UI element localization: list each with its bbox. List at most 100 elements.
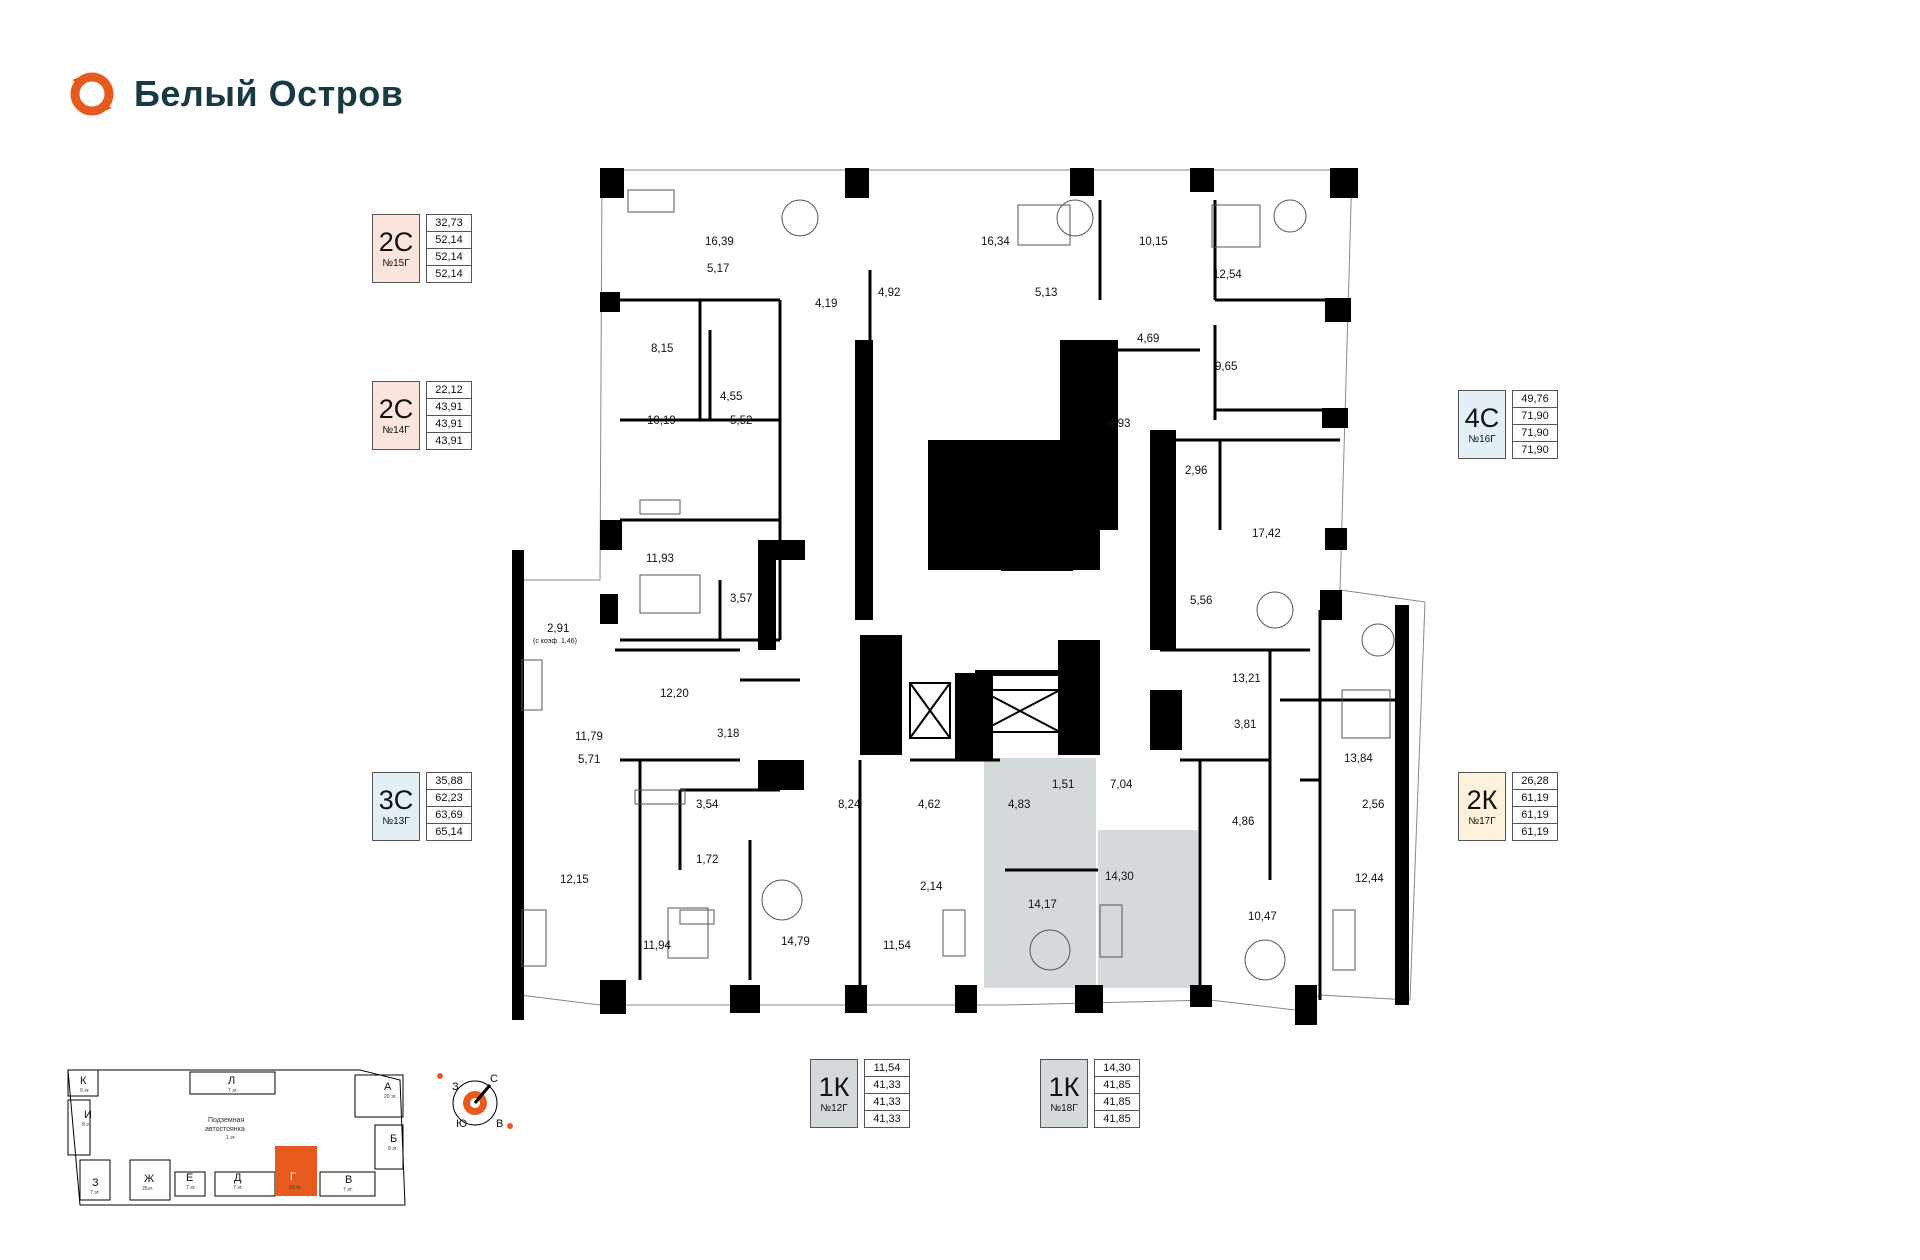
- svg-text:11,94: 11,94: [643, 940, 672, 952]
- svg-text:7 эт.: 7 эт.: [186, 1185, 196, 1191]
- svg-text:17,42: 17,42: [1252, 528, 1281, 540]
- svg-text:9 эт.: 9 эт.: [388, 1146, 398, 1152]
- svg-text:Г: Г: [290, 1171, 296, 1183]
- svg-text:11,54: 11,54: [883, 940, 912, 952]
- svg-text:14,79: 14,79: [781, 936, 810, 948]
- apartment-shaded-12[interactable]: [984, 758, 1096, 988]
- svg-text:13,21: 13,21: [1232, 673, 1261, 685]
- svg-text:12,20: 12,20: [660, 688, 689, 700]
- svg-text:З: З: [452, 1081, 459, 1093]
- svg-text:8,24: 8,24: [838, 799, 861, 811]
- svg-text:3,18: 3,18: [717, 728, 739, 740]
- svg-text:12,54: 12,54: [1213, 269, 1242, 281]
- svg-text:25эт.: 25эт.: [142, 1186, 153, 1192]
- svg-text:14,17: 14,17: [1028, 899, 1057, 911]
- compass-icon: С З Ю В: [437, 1073, 513, 1130]
- svg-text:С: С: [490, 1073, 498, 1085]
- svg-text:Д: Д: [234, 1172, 242, 1184]
- svg-text:Подземная: Подземная: [208, 1117, 244, 1124]
- svg-text:20 эт.: 20 эт.: [384, 1094, 397, 1100]
- site-minimap: К 9 эт. Л 7 эт. А 20 эт. И 8 эт. Б 9 эт.…: [67, 1069, 406, 1206]
- svg-text:12,44: 12,44: [1355, 873, 1384, 885]
- svg-text:3,54: 3,54: [696, 799, 719, 811]
- apartment-shaded-18[interactable]: [1098, 830, 1198, 988]
- svg-text:1,51: 1,51: [1052, 779, 1074, 791]
- brand-icon: [70, 72, 114, 116]
- svg-text:2,96: 2,96: [1185, 465, 1207, 477]
- svg-text:4,83: 4,83: [1008, 799, 1030, 811]
- svg-text:11,93: 11,93: [646, 553, 674, 565]
- svg-text:8,93: 8,93: [1108, 418, 1130, 430]
- svg-text:2,91: 2,91: [547, 623, 569, 635]
- svg-text:3,57: 3,57: [730, 593, 752, 605]
- svg-text:Ж: Ж: [144, 1173, 154, 1185]
- svg-text:8 эт.: 8 эт.: [82, 1122, 92, 1128]
- minimap-section-active[interactable]: [275, 1146, 317, 1196]
- brand-logo: Белый Остров: [66, 68, 403, 120]
- svg-text:12,15: 12,15: [560, 874, 589, 886]
- svg-text:4,92: 4,92: [878, 287, 900, 299]
- svg-text:5,13: 5,13: [1035, 287, 1057, 299]
- svg-text:4,19: 4,19: [815, 298, 837, 310]
- svg-text:Е: Е: [186, 1172, 193, 1184]
- brand-name: Белый Остров: [134, 73, 404, 114]
- svg-text:3,81: 3,81: [1234, 719, 1256, 731]
- svg-text:Б: Б: [390, 1133, 397, 1145]
- svg-text:З: З: [92, 1177, 99, 1189]
- svg-text:7 эт.: 7 эт.: [228, 1088, 238, 1094]
- svg-text:7 эт.: 7 эт.: [90, 1190, 100, 1196]
- svg-text:4,69: 4,69: [1137, 333, 1159, 345]
- svg-text:10,47: 10,47: [1248, 911, 1277, 923]
- svg-text:Л: Л: [228, 1075, 235, 1087]
- svg-text:16,39: 16,39: [705, 236, 734, 248]
- svg-text:9 эт.: 9 эт.: [80, 1088, 90, 1094]
- svg-text:10,15: 10,15: [1139, 236, 1168, 248]
- svg-text:8,15: 8,15: [651, 343, 673, 355]
- svg-text:В: В: [345, 1174, 352, 1186]
- svg-text:13,84: 13,84: [1344, 753, 1373, 765]
- svg-text:7 эт.: 7 эт.: [343, 1187, 353, 1193]
- svg-text:2,14: 2,14: [920, 881, 943, 893]
- svg-text:4,55: 4,55: [720, 391, 742, 403]
- svg-text:20 эт.: 20 эт.: [289, 1185, 302, 1191]
- svg-text:5,52: 5,52: [730, 415, 752, 427]
- svg-text:9,65: 9,65: [1215, 361, 1237, 373]
- svg-text:4,86: 4,86: [1232, 816, 1254, 828]
- svg-text:(с коэф. 1,46): (с коэф. 1,46): [533, 638, 577, 645]
- svg-text:10,19: 10,19: [647, 415, 676, 427]
- svg-text:14,30: 14,30: [1105, 871, 1134, 883]
- svg-text:И: И: [84, 1109, 92, 1121]
- svg-text:5,17: 5,17: [707, 263, 729, 275]
- svg-text:А: А: [384, 1081, 392, 1093]
- svg-text:В: В: [496, 1118, 503, 1130]
- svg-text:4,62: 4,62: [918, 799, 940, 811]
- svg-text:5,56: 5,56: [1190, 595, 1212, 607]
- svg-text:К: К: [80, 1075, 87, 1087]
- svg-text:7 эт.: 7 эт.: [233, 1185, 243, 1191]
- svg-text:16,34: 16,34: [981, 236, 1010, 248]
- svg-text:Ю: Ю: [456, 1118, 467, 1130]
- svg-text:5,71: 5,71: [578, 754, 600, 766]
